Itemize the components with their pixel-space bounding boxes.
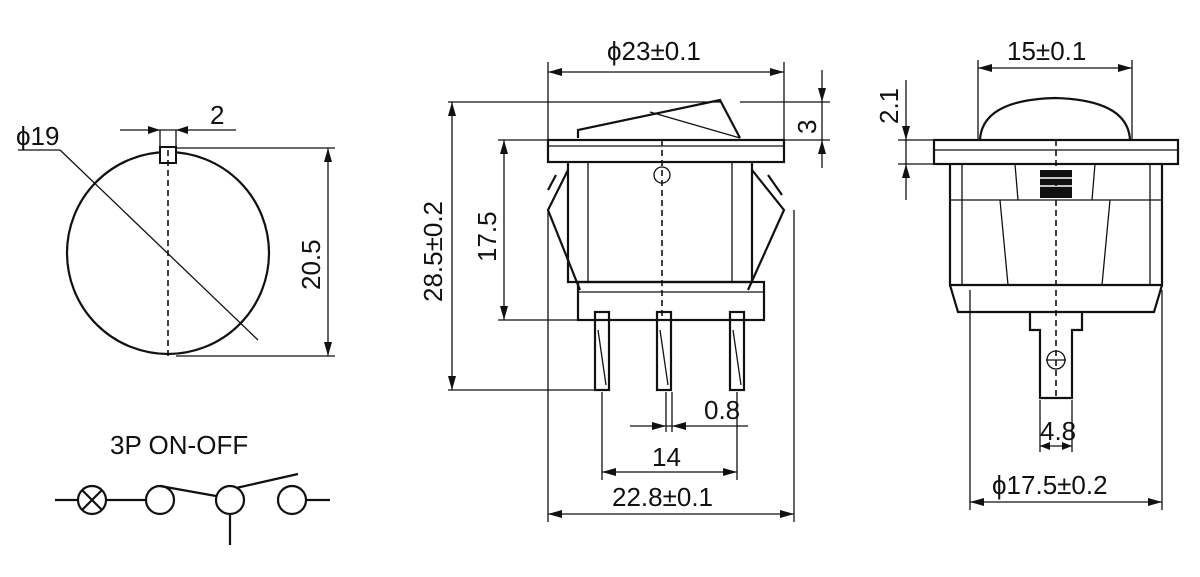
terminal-2 xyxy=(144,484,176,516)
snap-clip-left xyxy=(546,169,582,291)
side-overall-height-label: 28.5±0.2 xyxy=(418,201,448,302)
circuit-symbol: 3P ON-OFF xyxy=(55,430,330,545)
front-height-label: 20.5 xyxy=(296,239,326,290)
panel-cutout-view: ϕ19 2 20.5 xyxy=(16,100,335,357)
switch-lever-1 xyxy=(159,484,217,498)
front-diameter-label: ϕ19 xyxy=(16,121,59,151)
rocker xyxy=(576,98,741,139)
front-tab-width-label: 2 xyxy=(210,100,224,130)
end-terminal xyxy=(1028,312,1084,400)
end-view: 15±0.1 2.1 4.8 ϕ17.5±0.2 xyxy=(874,36,1180,510)
side-bottom-width-label: 22.8±0.1 xyxy=(612,482,713,512)
side-body-height-label: 17.5 xyxy=(472,211,502,262)
circuit-label: 3P ON-OFF xyxy=(110,430,248,460)
diameter-leader xyxy=(59,149,259,341)
terminal-right xyxy=(728,310,746,392)
side-terminal-pitch-label: 14 xyxy=(652,442,681,472)
end-rocker-width-label: 15±0.1 xyxy=(1007,36,1086,66)
terminal-3 xyxy=(214,484,246,516)
side-rocker-height-label: 3 xyxy=(792,120,822,134)
switch-lever-2 xyxy=(235,472,299,490)
end-flange-thickness-label: 2.1 xyxy=(874,88,904,124)
terminal-left xyxy=(593,310,611,392)
side-flange xyxy=(546,138,786,164)
side-body xyxy=(566,162,754,284)
terminal-center xyxy=(655,310,673,392)
end-body-diameter-label: ϕ17.5±0.2 xyxy=(992,470,1108,500)
end-terminal-width-label: 4.8 xyxy=(1040,416,1076,446)
end-rocker-dome xyxy=(978,96,1132,141)
side-top-diameter-label: ϕ23±0.1 xyxy=(607,36,701,66)
terminal-4 xyxy=(276,484,308,516)
snap-clip-right xyxy=(746,169,786,291)
side-terminal-thickness-label: 0.8 xyxy=(704,395,740,425)
end-base xyxy=(948,284,1164,314)
side-view: ϕ23±0.1 3 28.5±0.2 17.5 0.8 xyxy=(418,36,830,522)
